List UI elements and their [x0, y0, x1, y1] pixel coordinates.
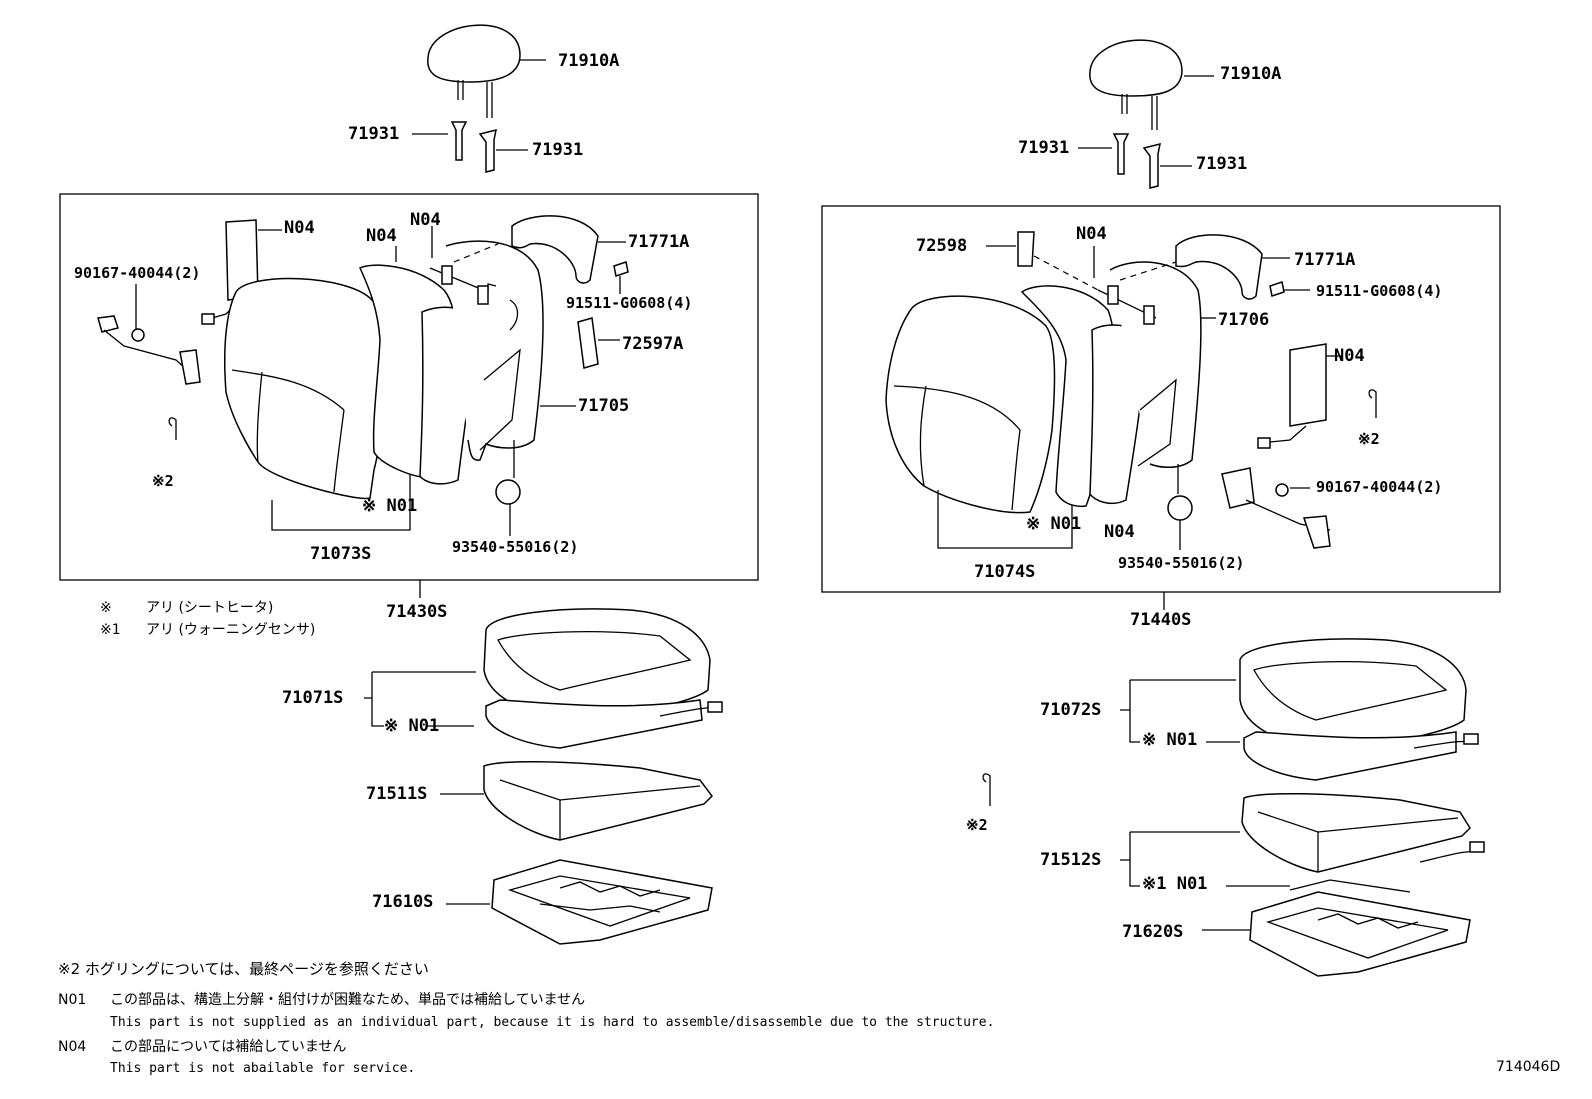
label-cushion-n01: ※ N01 [384, 716, 440, 736]
label-cushion-pad: 71511S [366, 784, 428, 804]
left-seat-cushion [364, 608, 723, 945]
label-trim: 71771A [628, 232, 690, 252]
label-screw: 90167-40044(2) [74, 264, 201, 282]
note-n01-code: N01 [58, 992, 87, 1008]
label-headrest-guide: 71931 [348, 124, 400, 144]
label-headrest: 71910A [558, 51, 620, 71]
label-hogring: 93540-55016(2) [452, 538, 579, 556]
label-airbag: N04 [284, 218, 315, 238]
label-screw: 91511-G0608(4) [1316, 282, 1443, 300]
note-n04-en: This part is not abailable for service. [110, 1061, 416, 1076]
left-seatback-cover [224, 277, 411, 531]
label-seatback-pad: N04 [1076, 224, 1107, 244]
label-heater-mark: ※2 [1358, 430, 1380, 448]
note-n04-code: N04 [58, 1039, 87, 1055]
label-seatback-assy: 71074S [974, 562, 1036, 582]
legend-mark1-text: アリ (ウォーニングセンサ) [146, 622, 316, 638]
right-headrest [1089, 39, 1214, 130]
label-hogring: 93540-55016(2) [1118, 554, 1245, 572]
label-frame: 71610S [372, 892, 434, 912]
right-bracket [1221, 467, 1331, 549]
left-guides [412, 121, 528, 173]
left-headrest-trim [511, 215, 629, 369]
label-n01: ※ N01 [362, 496, 418, 516]
label-headrest-guide: 71931 [532, 140, 584, 160]
label-heater-mark: ※2 [152, 472, 174, 490]
right-lever [986, 231, 1099, 291]
right-seatback-frame [1097, 261, 1216, 550]
label-mark2: ※2 [966, 816, 988, 834]
label-airbag: N04 [1334, 346, 1365, 366]
label-frame-n04: N04 [410, 210, 441, 230]
label-cushion-cover: 71072S [1040, 700, 1102, 720]
label-board: 71706 [1218, 310, 1270, 330]
label-seatback-pad: N04 [366, 226, 397, 246]
right-headrest-trim [1175, 234, 1310, 300]
label-seatback: 71440S [1130, 610, 1192, 630]
note-n01-en: This part is not supplied as an individu… [110, 1015, 995, 1030]
label-cushion-cover: 71071S [282, 688, 344, 708]
label-cover: 72597A [622, 334, 684, 354]
note-hogring: ※2 ホグリングについては、最終ページを参照ください [58, 960, 429, 978]
left-airbag-module [201, 219, 282, 325]
label-screw: 91511-G0608(4) [566, 294, 693, 312]
left-seatback-box [59, 193, 759, 581]
label-cushion-n01: ※ N01 [1142, 730, 1198, 750]
right-seat-cushion [982, 638, 1485, 977]
note-n04-jp: この部品については補給していません [110, 1039, 347, 1055]
label-headrest: 71910A [1220, 64, 1282, 84]
legend-mark1: ※1 [100, 622, 121, 638]
label-n01: ※ N01 [1026, 514, 1082, 534]
label-lever: 72598 [916, 236, 968, 256]
label-seatback-assy: 71073S [310, 544, 372, 564]
right-airbag-module [1257, 343, 1377, 449]
label-headrest-guide: 71931 [1018, 138, 1070, 158]
figure-id: 714046D [1496, 1059, 1561, 1075]
label-cushion-n01b: ※1 N01 [1142, 874, 1208, 894]
label-trim: 71771A [1294, 250, 1356, 270]
label-cushion-pad: 71512S [1040, 850, 1102, 870]
legend-mark-text: アリ (シートヒータ) [146, 600, 274, 616]
note-n01-jp: この部品は、構造上分解・組付けが困難なため、単品では補給していません [110, 992, 586, 1008]
right-seatback-cover [885, 295, 1073, 549]
right-guides [1078, 133, 1192, 189]
label-seatback: 71430S [386, 602, 448, 622]
label-screw: 90167-40044(2) [1316, 478, 1443, 496]
legend-mark: ※ [100, 600, 112, 616]
label-frame: 71620S [1122, 922, 1184, 942]
left-headrest [427, 24, 546, 118]
left-seatback-frame [429, 240, 576, 536]
label-board: 71705 [578, 396, 630, 416]
right-seatback-box [821, 205, 1501, 593]
label-headrest-guide: 71931 [1196, 154, 1248, 174]
label-frame-n04: N04 [1104, 522, 1135, 542]
left-bracket [97, 284, 201, 440]
